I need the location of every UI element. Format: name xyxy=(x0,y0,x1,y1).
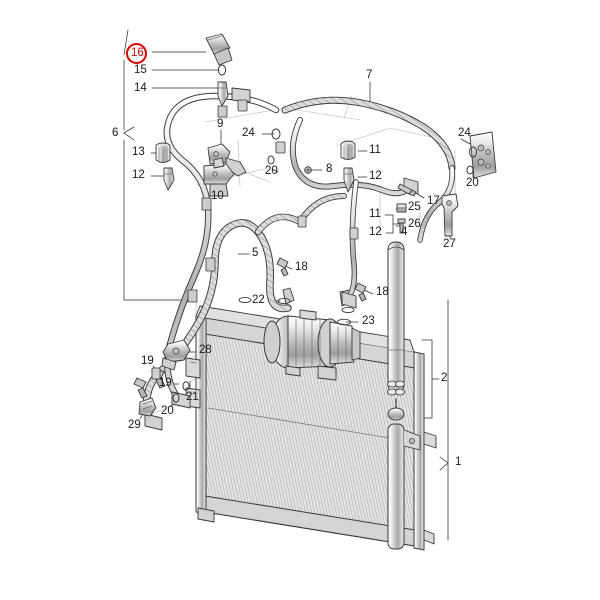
callout-11a[interactable]: 11 xyxy=(369,144,381,156)
o-ring-24a xyxy=(271,128,281,140)
callout-27[interactable]: 27 xyxy=(443,238,456,250)
connector-29 xyxy=(138,397,157,417)
flange-plate-24b xyxy=(469,131,497,179)
expansion-valve-14 xyxy=(217,81,229,118)
callout-24a[interactable]: 24 xyxy=(242,127,255,139)
callout-25[interactable]: 25 xyxy=(408,201,421,213)
mounting-bracket-10 xyxy=(203,157,235,197)
callout-16[interactable]: 16 xyxy=(131,47,144,59)
callout-8[interactable]: 8 xyxy=(326,163,333,175)
bolt-19b xyxy=(133,377,148,399)
callout-23[interactable]: 23 xyxy=(362,315,375,327)
line-7-pressure xyxy=(254,96,456,309)
callout-6[interactable]: 6 xyxy=(112,127,119,139)
o-ring-22 xyxy=(277,297,291,305)
service-valve-12b xyxy=(343,167,355,193)
receiver-drier xyxy=(387,241,421,550)
callout-4[interactable]: 4 xyxy=(401,226,408,238)
bolt-18a xyxy=(276,257,289,277)
callout-14[interactable]: 14 xyxy=(134,82,147,94)
highlight-circle-16 xyxy=(126,43,147,64)
callout-10[interactable]: 10 xyxy=(211,190,224,202)
callout-18b[interactable]: 18 xyxy=(376,286,389,298)
callout-9[interactable]: 9 xyxy=(217,118,224,130)
bolt-8 xyxy=(304,166,312,174)
o-ring-24b-seal xyxy=(468,146,478,158)
service-valve-12a xyxy=(163,167,175,191)
callout-12a[interactable]: 12 xyxy=(132,169,145,181)
o-ring-20a xyxy=(267,155,275,165)
callout-21[interactable]: 21 xyxy=(186,391,199,403)
callout-20a[interactable]: 20 xyxy=(265,165,278,177)
o-ring-23 xyxy=(337,318,351,326)
bolt-18b xyxy=(354,282,367,302)
retaining-clip-27 xyxy=(441,193,459,237)
o-ring-20b xyxy=(466,165,474,175)
callout-1[interactable]: 1 xyxy=(455,456,462,468)
nut-25 xyxy=(396,203,407,213)
callout-17[interactable]: 17 xyxy=(427,195,440,207)
callout-20b[interactable]: 20 xyxy=(466,177,479,189)
callout-13[interactable]: 13 xyxy=(132,146,145,158)
callout-2[interactable]: 2 xyxy=(441,372,448,384)
o-ring-21 xyxy=(182,381,190,391)
callout-28[interactable]: 28 xyxy=(199,344,212,356)
callout-29[interactable]: 29 xyxy=(128,419,141,431)
callout-20c[interactable]: 20 xyxy=(161,405,174,417)
callout-15[interactable]: 15 xyxy=(134,64,147,76)
ac-compressor xyxy=(238,287,361,381)
callout-24b[interactable]: 24 xyxy=(458,127,471,139)
clamp-bracket-9 xyxy=(207,143,247,177)
callout-26[interactable]: 26 xyxy=(408,218,421,230)
o-ring-15 xyxy=(217,64,227,76)
callout-11b[interactable]: 11 xyxy=(369,208,381,220)
cap-11a xyxy=(340,140,356,160)
bracket-28 xyxy=(161,339,191,371)
callout-12b[interactable]: 12 xyxy=(369,170,382,182)
callout-7[interactable]: 7 xyxy=(366,69,373,81)
callout-5[interactable]: 5 xyxy=(252,247,259,259)
callout-18a[interactable]: 18 xyxy=(295,261,308,273)
o-ring-20c xyxy=(172,393,180,403)
bolt-17 xyxy=(397,183,417,197)
hose-fittings xyxy=(151,99,359,380)
line-5-suction xyxy=(142,219,292,431)
callout-19b[interactable]: 19 xyxy=(159,377,172,389)
callout-12c[interactable]: 12 xyxy=(369,226,382,238)
line-6-assembly xyxy=(163,87,280,409)
callout-22[interactable]: 22 xyxy=(252,294,265,306)
cap-13 xyxy=(155,142,171,163)
callout-19a[interactable]: 19 xyxy=(141,355,154,367)
screw-26 xyxy=(397,218,406,234)
pressure-switch-part xyxy=(205,33,233,66)
